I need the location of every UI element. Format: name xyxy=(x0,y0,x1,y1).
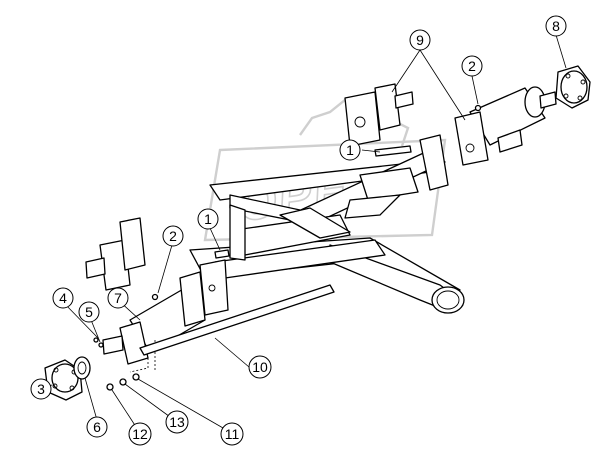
svg-text:7: 7 xyxy=(114,290,122,306)
seal xyxy=(73,356,91,380)
callout-13: 13 xyxy=(165,410,189,434)
svg-text:3: 3 xyxy=(37,381,45,397)
svg-text:8: 8 xyxy=(552,18,560,34)
svg-text:12: 12 xyxy=(132,426,148,442)
leader-lines xyxy=(41,34,567,434)
fasteners xyxy=(93,104,482,391)
svg-text:5: 5 xyxy=(85,304,93,320)
svg-text:10: 10 xyxy=(252,359,268,375)
axle-tube-front xyxy=(102,259,229,373)
svg-text:9: 9 xyxy=(416,32,424,48)
callout-1-center: 1 xyxy=(339,139,361,161)
svg-text:13: 13 xyxy=(169,414,185,430)
callout-3: 3 xyxy=(30,378,52,400)
svg-text:6: 6 xyxy=(93,419,101,435)
wheel-hub-rear xyxy=(555,65,591,109)
callout-2-left: 2 xyxy=(162,225,184,247)
callout-5: 5 xyxy=(78,301,100,323)
spindle-rear xyxy=(344,83,414,147)
callout-10: 10 xyxy=(248,355,272,379)
svg-text:1: 1 xyxy=(346,142,354,158)
callout-12: 12 xyxy=(128,422,152,446)
rod xyxy=(139,284,335,356)
svg-text:11: 11 xyxy=(225,426,240,442)
svg-text:2: 2 xyxy=(169,228,177,244)
wheel-hub-front xyxy=(44,359,83,401)
svg-text:1: 1 xyxy=(204,211,212,227)
callout-2-right: 2 xyxy=(461,55,483,77)
svg-text:4: 4 xyxy=(59,290,67,306)
frame-cross-members xyxy=(209,134,449,279)
callout-11: 11 xyxy=(220,422,244,446)
callout-1-left: 1 xyxy=(197,208,219,230)
callout-4: 4 xyxy=(52,287,74,309)
callout-9: 9 xyxy=(409,29,431,51)
callout-8: 8 xyxy=(545,15,567,37)
callout-6: 6 xyxy=(86,416,108,438)
callout-7: 7 xyxy=(107,287,129,309)
spindle-front xyxy=(85,217,146,291)
svg-text:2: 2 xyxy=(468,58,476,74)
frame-main-beam xyxy=(189,237,465,314)
axle-tube-rear xyxy=(454,86,557,166)
